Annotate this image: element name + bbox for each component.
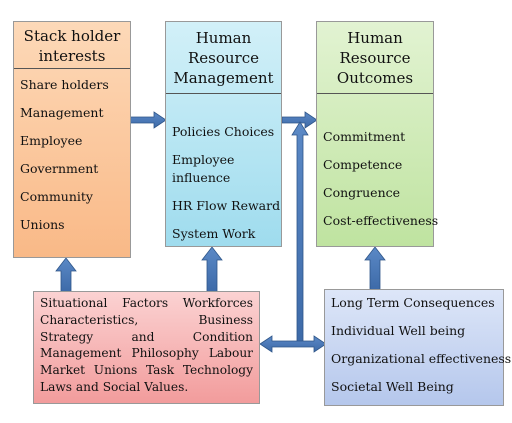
hrm-item: Policies Choices [172,124,275,139]
hrm-title: Human Resource Management [173,29,274,87]
outcomes-divider [317,93,433,94]
hrm-box: Human Resource Management Policies Choic… [165,21,282,247]
outcomes-title: Human Resource Outcomes [336,29,414,87]
arrow-situational-to-hrm [201,246,223,293]
consequences-item: Individual Well being [331,323,466,338]
stakeholder-item: Share holders [20,77,109,92]
consequences-box: Long Term Consequences Individual Well b… [324,289,511,406]
outcomes-item: Commitment [323,129,406,144]
stakeholder-item: Management [20,105,104,120]
consequences-item: Long Term Consequences [331,295,495,310]
outcomes-item: Competence [323,157,403,172]
arrow-situational-consequences [259,335,327,353]
arrow-stakeholder-to-hrm [129,111,167,129]
stakeholder-title: Stack holder interests [23,27,121,65]
stakeholder-interests-box: Stack holder interests Share holders Man… [13,21,131,258]
hrm-item: Employee [172,152,235,167]
consequences-item: Organizational effectiveness [331,351,512,366]
hrm-divider [166,93,281,94]
stakeholder-divider [14,68,130,69]
arrow-hrm-to-outcomes [281,111,318,129]
stakeholder-item: Community [20,189,93,204]
situational-text: Situational Factors Workforces Character… [40,296,253,394]
outcomes-item: Congruence [323,185,401,200]
arrow-vertical-feedback [291,121,309,346]
hrm-item: HR Flow Reward [172,198,281,213]
arrow-situational-to-stakeholder [55,257,77,293]
hrm-item: influence [172,170,231,185]
hrm-item: System Work [172,226,256,241]
outcomes-item: Cost-effectiveness [323,213,439,228]
consequences-item: Societal Well Being [331,379,454,394]
arrow-consequences-to-outcomes [364,246,386,291]
hr-outcomes-box: Human Resource Outcomes Commitment Compe… [316,21,438,247]
stakeholder-item: Employee [20,133,83,148]
situational-factors-box: Situational Factors Workforces Character… [33,291,260,404]
stakeholder-item: Unions [20,217,65,232]
stakeholder-item: Government [20,161,99,176]
